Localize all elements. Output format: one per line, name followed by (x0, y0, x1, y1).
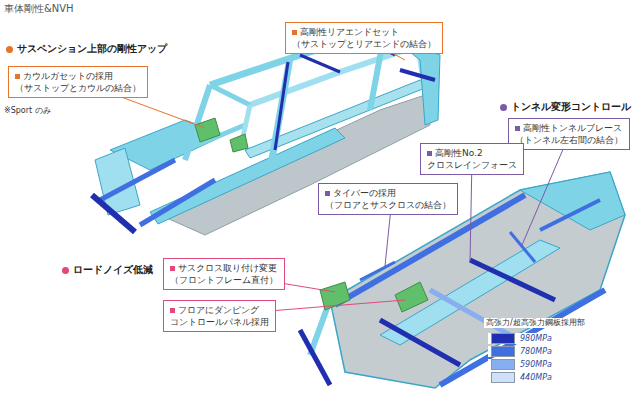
callout-line: （フロントフレーム直付） (170, 274, 278, 286)
callout-box: サスクロス取り付け変更 （フロントフレーム直付） (163, 258, 285, 290)
callout-line: 高剛性トンネルブレース (515, 122, 623, 134)
callout-line: 高剛性No.2 (427, 147, 517, 159)
legend-swatch (491, 333, 515, 344)
legend-text: 980MPa (520, 334, 552, 343)
callout-text: タイバーの採用 (333, 188, 396, 198)
callout-text: カウルガセットの採用 (23, 71, 113, 81)
legend-row: 980MPa (488, 333, 555, 344)
legend-text: 440MPa (520, 373, 552, 382)
callout-bullet (427, 151, 432, 156)
section-heading: サスペンション上部の剛性アップ (6, 42, 167, 55)
diagram-title: 車体剛性&NVH (4, 2, 74, 16)
callout-line: コントロールパネル採用 (170, 316, 269, 328)
callout-text: （フロアとサスクロスの結合） (325, 200, 451, 210)
callout-line: フロアにダンピング (170, 304, 269, 316)
heading-dot (500, 104, 507, 111)
callout-box: 高剛性トンネルブレース （トンネル左右間の結合） (508, 118, 630, 150)
legend-text: 780MPa (520, 347, 552, 356)
callout-bullet (292, 30, 297, 35)
callout-line: クロスレインフォース (427, 159, 517, 171)
callout-line: カウルガセットの採用 (15, 70, 141, 82)
callout-text: クロスレインフォース (427, 160, 517, 170)
callout-line: （サストップとリアエンドの結合） (292, 38, 436, 50)
callout-box: カウルガセットの採用 （サストップとカウルの結合） (8, 66, 148, 98)
callout-text: 高剛性No.2 (435, 148, 483, 158)
callout-text: （サストップとリアエンドの結合） (292, 39, 436, 49)
callout-text: 高剛性トンネルブレース (523, 123, 622, 133)
callout-text: （トンネル左右間の結合） (515, 135, 623, 145)
legend-swatch (491, 359, 515, 370)
callout-text: サスクロス取り付け変更 (178, 263, 277, 273)
legend-row: 440MPa (488, 372, 555, 383)
callout-text: （サストップとカウルの結合） (15, 83, 141, 93)
legend-swatch (491, 372, 515, 383)
callout-bullet (515, 126, 520, 131)
callout-line: （フロアとサスクロスの結合） (325, 199, 451, 211)
callout-box: タイバーの採用 （フロアとサスクロスの結合） (318, 183, 458, 215)
legend-text: 590MPa (520, 360, 552, 369)
callout-text: フロアにダンピング (178, 305, 259, 315)
legend-row: 590MPa (488, 359, 555, 370)
note-label: 高張力/超高張力鋼板採用部 (484, 318, 587, 328)
legend-swatch (491, 346, 515, 357)
note-label: ※Sport のみ (4, 106, 51, 116)
heading-dot (62, 267, 69, 274)
callout-box: 高剛性No.2 クロスレインフォース (420, 143, 524, 175)
callout-bullet (15, 74, 20, 79)
callout-bullet (325, 191, 330, 196)
callout-bullet (170, 308, 175, 313)
callout-box: フロアにダンピングコントロールパネル採用 (163, 300, 276, 332)
callout-line: （サストップとカウルの結合） (15, 82, 141, 94)
underbody-illustration (300, 172, 625, 388)
section-heading: トンネル変形コントロール (500, 100, 631, 113)
callout-line: （トンネル左右間の結合） (515, 134, 623, 146)
label-text: ロードノイズ低減 (73, 264, 153, 275)
section-heading: ロードノイズ低減 (62, 263, 153, 276)
callout-bullet (170, 266, 175, 271)
callout-text: （フロントフレーム直付） (170, 275, 278, 285)
label-text: サスペンション上部の剛性アップ (17, 43, 167, 54)
callout-box: 高剛性リアエンドセット （サストップとリアエンドの結合） (285, 22, 443, 54)
legend-row: 780MPa (488, 346, 555, 357)
callout-text: コントロールパネル採用 (170, 317, 269, 327)
label-text: 高張力/超高張力鋼板採用部 (486, 318, 585, 327)
label-text: ※Sport のみ (4, 106, 51, 115)
callout-text: 高剛性リアエンドセット (300, 27, 399, 37)
callout-line: タイバーの採用 (325, 187, 451, 199)
heading-dot (6, 46, 13, 53)
label-text: トンネル変形コントロール (511, 101, 631, 112)
callout-line: サスクロス取り付け変更 (170, 262, 278, 274)
callout-line: 高剛性リアエンドセット (292, 26, 436, 38)
